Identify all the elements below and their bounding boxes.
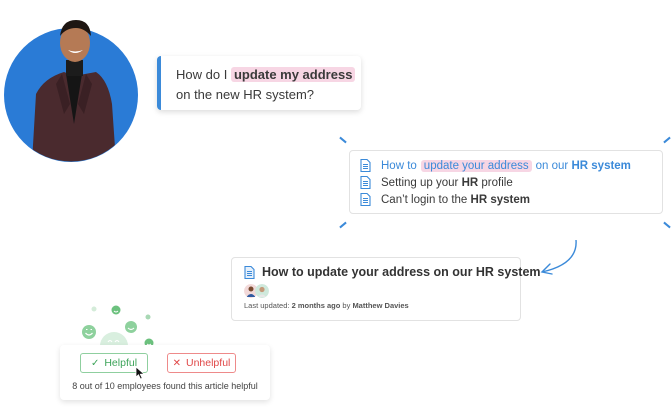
dot-decoration (145, 314, 151, 320)
curved-arrow-icon (540, 239, 577, 275)
search-result-item[interactable]: How to update your address on our HR sys… (360, 157, 662, 174)
result-text: profile (481, 176, 513, 189)
last-updated-value: 2 months ago (291, 301, 341, 310)
question-prefix: How do I (176, 67, 228, 82)
contributor-avatar (255, 284, 269, 298)
author-name[interactable]: Matthew Davies (352, 301, 409, 310)
smiley-faces-decoration (82, 305, 154, 348)
search-results-list: How to update your address on our HR sys… (349, 150, 663, 214)
result-bold: HR system (571, 159, 631, 172)
user-question-bubble: How do I update my address on the new HR… (157, 56, 361, 110)
result-bold: HR system (470, 193, 530, 206)
focus-corner-top-right (663, 136, 671, 144)
question-line-2: on the new HR system? (176, 87, 315, 102)
smiley-icon (82, 325, 96, 339)
result-highlight: update your address (420, 159, 532, 172)
smiley-icon (125, 321, 137, 333)
article-card[interactable]: How to update your address on our HR sys… (231, 257, 541, 321)
by-label: by (342, 301, 351, 310)
result-text: Setting up your (381, 176, 459, 189)
focus-corner-top-left (339, 136, 347, 144)
document-icon (360, 193, 371, 206)
result-text: How to (381, 159, 417, 172)
contributor-avatar (244, 284, 258, 298)
smiley-icon (100, 332, 128, 346)
contributors (244, 284, 520, 298)
person-photo (32, 20, 116, 162)
article-title[interactable]: How to update your address on our HR sys… (262, 265, 541, 279)
result-bold: HR (461, 176, 479, 189)
check-icon: ✓ (90, 357, 100, 369)
result-text: on our (535, 159, 569, 172)
article-title-row: How to update your address on our HR sys… (244, 265, 541, 279)
article-meta: Last updated: 2 months ago by Matthew Da… (244, 301, 520, 310)
document-icon (360, 159, 371, 172)
close-icon: ✕ (172, 357, 181, 369)
helpful-button[interactable]: ✓ Helpful (80, 353, 148, 373)
smiley-icon (111, 305, 121, 315)
helpful-label: Helpful (104, 357, 138, 369)
user-avatar (4, 14, 138, 162)
unhelpful-button[interactable]: ✕ Unhelpful (167, 353, 236, 373)
feedback-card: ✓ Helpful ✕ Unhelpful 8 out of 10 employ… (60, 345, 270, 400)
last-updated-label: Last updated: (244, 301, 290, 310)
focus-corner-bottom-right (663, 221, 671, 229)
question-line-1: How do I update my address (176, 65, 361, 85)
helpful-stat: 8 out of 10 employees found this article… (72, 381, 258, 391)
unhelpful-label: Unhelpful (186, 357, 231, 369)
focus-corner-bottom-left (339, 221, 347, 229)
document-icon (360, 176, 371, 189)
question-highlight: update my address (230, 67, 356, 82)
result-text: Can’t login to the (381, 193, 468, 206)
dot-decoration (91, 306, 97, 312)
mouse-cursor-icon (135, 366, 146, 380)
search-result-item[interactable]: Setting up your HR profile (360, 174, 662, 191)
search-result-item[interactable]: Can’t login to the HR system (360, 191, 662, 208)
document-icon (244, 265, 255, 279)
